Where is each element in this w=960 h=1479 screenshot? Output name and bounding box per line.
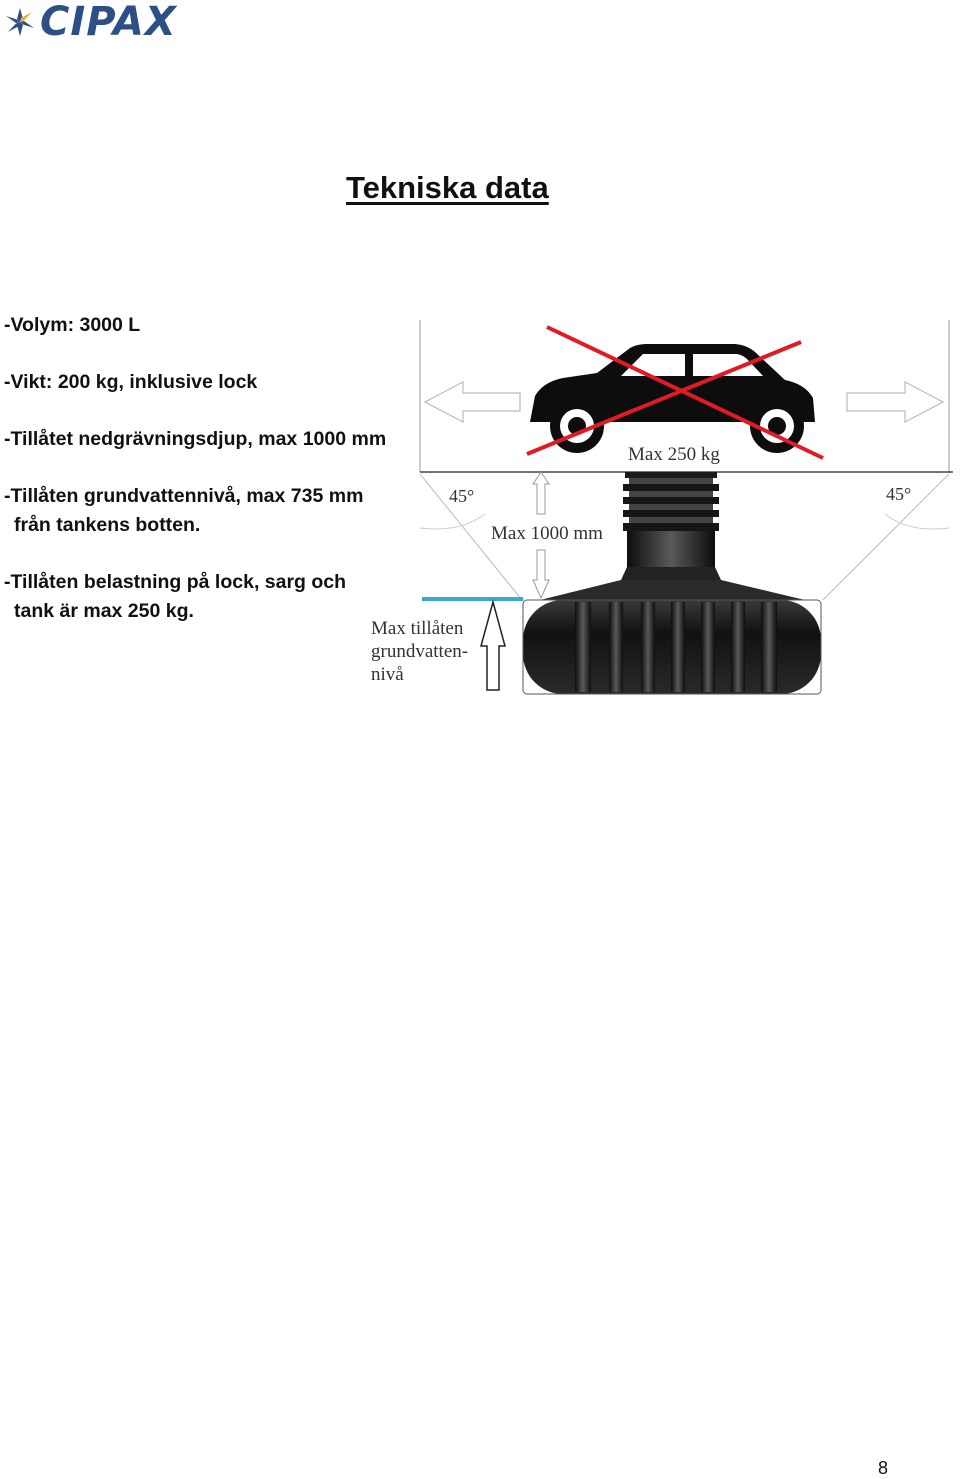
cipax-star-icon <box>6 8 34 36</box>
spec-burial-depth-text: -Tillåtet nedgrävningsdjup, max 1000 mm <box>4 428 387 450</box>
spec-load-line1: -Tillåten belastning på lock, sarg och <box>4 571 347 593</box>
max-load-label: Max 250 kg <box>628 444 720 465</box>
arrow-left-icon <box>423 381 521 423</box>
slope-left <box>419 473 523 601</box>
groundwater-label-line3: nivå <box>371 664 404 685</box>
spec-volume: -Volym: 3000 L <box>4 311 140 340</box>
spec-load-line2: tank är max 250 kg. <box>14 600 194 622</box>
depth-arrow-down-icon <box>532 549 550 600</box>
brand-name: CIPAX <box>40 0 177 45</box>
max-depth-label: Max 1000 mm <box>491 523 603 544</box>
spec-volume-text: -Volym: 3000 L <box>4 314 141 336</box>
page-number: 8 <box>878 1458 889 1478</box>
prohibition-cross-b <box>526 340 802 456</box>
spec-groundwater-line2: från tankens botten. <box>14 514 201 536</box>
depth-arrow-up-icon <box>532 471 550 515</box>
prohibition-cross-a <box>546 325 824 460</box>
arrow-right-icon <box>846 381 945 423</box>
spec-groundwater: -Tillåten grundvattennivå, max 735 mm fr… <box>4 482 363 540</box>
tank-riser <box>621 472 721 580</box>
spec-weight-text: -Vikt: 200 kg, inklusive lock <box>4 371 258 393</box>
angle-right-label: 45° <box>886 484 911 504</box>
spec-weight: -Vikt: 200 kg, inklusive lock <box>4 368 257 397</box>
slope-right <box>822 473 950 601</box>
angle-arc-left <box>419 513 486 530</box>
cipax-logo: CIPAX <box>2 2 177 42</box>
groundwater-label-line2: grundvatten- <box>371 641 468 662</box>
angle-arc-right <box>884 513 950 530</box>
groundwater-label-line1: Max tillåten <box>371 618 464 639</box>
page-title: Tekniska data <box>346 170 549 205</box>
tank-body <box>522 580 822 695</box>
installation-diagram: Max 250 kg Max 1000 mm 45° 45° Max tillå… <box>371 320 953 695</box>
groundwater-arrow-up-icon <box>480 599 506 691</box>
spec-burial-depth: -Tillåtet nedgrävningsdjup, max 1000 mm <box>4 425 386 454</box>
angle-left-label: 45° <box>449 486 474 506</box>
spec-groundwater-line1: -Tillåten grundvattennivå, max 735 mm <box>4 485 364 507</box>
spec-load: -Tillåten belastning på lock, sarg och t… <box>4 568 346 626</box>
